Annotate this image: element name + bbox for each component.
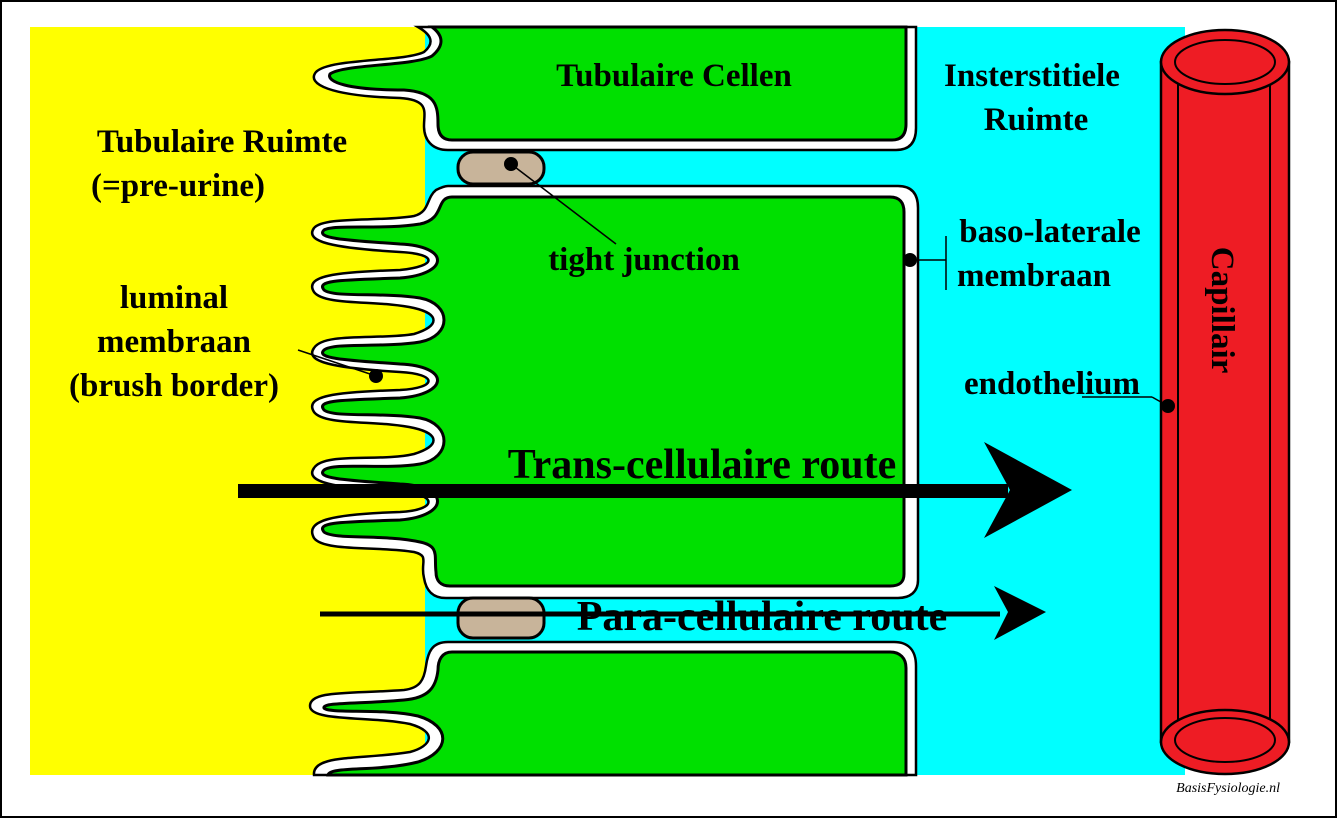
capillary-vessel xyxy=(1159,28,1291,776)
tight-junction-top xyxy=(456,150,546,186)
tubular-cells-label: Tubulaire Cellen xyxy=(556,58,792,94)
luminal-membrane-label-line2: membraan xyxy=(97,324,251,360)
tubular-cell-bottom xyxy=(308,640,918,777)
tight-junction-pointer xyxy=(504,157,617,245)
endothelium-pointer xyxy=(1082,396,1175,413)
luminal-membrane-pointer xyxy=(297,349,383,383)
interstitial-space-label-line2: Ruimte xyxy=(984,102,1088,138)
capillary-label: Capillair xyxy=(1204,247,1240,374)
luminal-membrane-label-line3: (brush border) xyxy=(69,368,279,404)
endothelium-label: endothelium xyxy=(964,366,1140,402)
transcellular-route-arrow xyxy=(238,442,1072,538)
tight-junction-label: tight junction xyxy=(548,242,740,278)
luminal-membrane-label-line1: luminal xyxy=(120,280,228,316)
basolateral-membrane-pointer xyxy=(903,236,947,290)
source-credit: BasisFysiologie.nl xyxy=(1176,781,1280,796)
tubular-space-label-line2: (=pre-urine) xyxy=(91,168,265,204)
basolateral-membrane-label-line1: baso-laterale xyxy=(959,214,1140,250)
transcellular-route-label: Trans-cellulaire route xyxy=(508,442,896,488)
paracellular-route-label: Para-cellulaire route xyxy=(577,594,948,640)
basolateral-membrane-label-line2: membraan xyxy=(957,258,1111,294)
interstitial-space-label-line1: Insterstitiele xyxy=(944,58,1120,94)
tubular-cell-top xyxy=(312,25,918,152)
tubular-space-label-line1: Tubulaire Ruimte xyxy=(97,124,347,160)
paracellular-route-arrow xyxy=(320,586,1046,640)
tight-junction-bottom xyxy=(456,596,546,640)
